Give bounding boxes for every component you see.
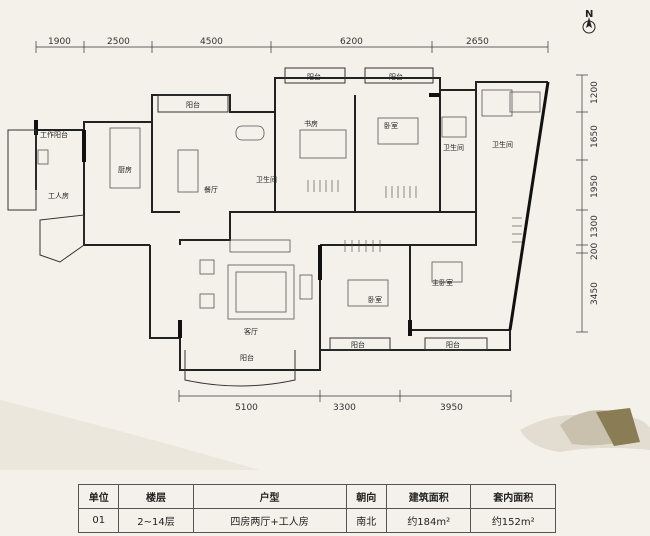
room-balcony-bedroom: 阳台 [389,72,403,81]
dim-bottom-2: 3300 [333,403,356,413]
dim-top-4: 6200 [340,37,363,47]
dim-top-1: 1900 [48,37,71,47]
dim-right-5: 200 [590,243,600,260]
cell-unit: 01 [77,508,120,533]
room-work-balcony: 工作阳台 [40,130,68,139]
room-bathroom-left: 卫生间 [256,175,277,184]
room-balcony-study: 阳台 [307,72,321,81]
furniture [37,89,541,320]
table-row: 01 2~14层 四房两厅+工人房 南北 约184m² 约152m² [77,508,556,533]
header-layout: 户型 [192,484,347,509]
room-dining: 餐厅 [204,185,218,194]
header-unit: 单位 [77,484,120,509]
dim-right-2: 1650 [590,125,600,148]
room-living: 客厅 [244,327,258,336]
unit-info-table: 单位 楼层 户型 朝向 建筑面积 套内面积 01 2~14层 四房两厅+工人房 … [77,484,556,533]
dim-right-4: 1300 [590,215,600,238]
header-net-area: 套内面积 [470,484,556,509]
dim-right-3: 1950 [590,175,600,198]
room-study: 书房 [304,119,318,128]
room-bedroom-bottom: 卧室 [368,295,382,304]
room-bedroom-top: 卧室 [384,121,398,130]
room-worker: 工人房 [48,191,69,200]
header-orientation: 朝向 [345,484,388,509]
dim-bottom-3: 3950 [440,403,463,413]
room-balcony-bottom-right: 阳台 [446,340,460,349]
dim-right-1: 1200 [590,81,600,104]
balcony-outlines [7,67,488,387]
north-label: N [585,9,593,20]
walls [35,77,549,371]
bottom-dimension-line [178,390,512,402]
dim-right-6: 3450 [590,282,600,305]
dim-top-5: 2650 [466,37,489,47]
thick-wall-segments [34,81,550,338]
decorative-landscape [0,400,650,470]
header-floor: 楼层 [118,484,194,509]
top-dimension-line [35,41,549,53]
room-balcony-top-left: 阳台 [186,100,200,109]
room-balcony-bottom-mid: 阳台 [351,340,365,349]
cell-net-area: 约152m² [470,508,556,533]
cell-layout: 四房两厅+工人房 [192,508,347,533]
dim-bottom-1: 5100 [235,403,258,413]
room-bathroom-right: 卫生间 [492,140,513,149]
room-bathroom-mid: 卫生间 [443,143,464,152]
room-balcony-living: 阳台 [240,353,254,362]
north-arrow: N [582,9,596,34]
header-gross-area: 建筑面积 [385,484,472,509]
dim-top-3: 4500 [200,37,223,47]
room-master-bedroom: 主卧室 [432,278,453,287]
room-kitchen: 厨房 [118,165,132,174]
cell-floor: 2~14层 [118,508,194,533]
cell-orientation: 南北 [345,508,388,533]
dim-top-2: 2500 [107,37,130,47]
cell-gross-area: 约184m² [385,508,472,533]
table-header-row: 单位 楼层 户型 朝向 建筑面积 套内面积 [77,484,556,509]
right-dimension-line [576,74,588,333]
wardrobe-hatching [307,180,522,252]
